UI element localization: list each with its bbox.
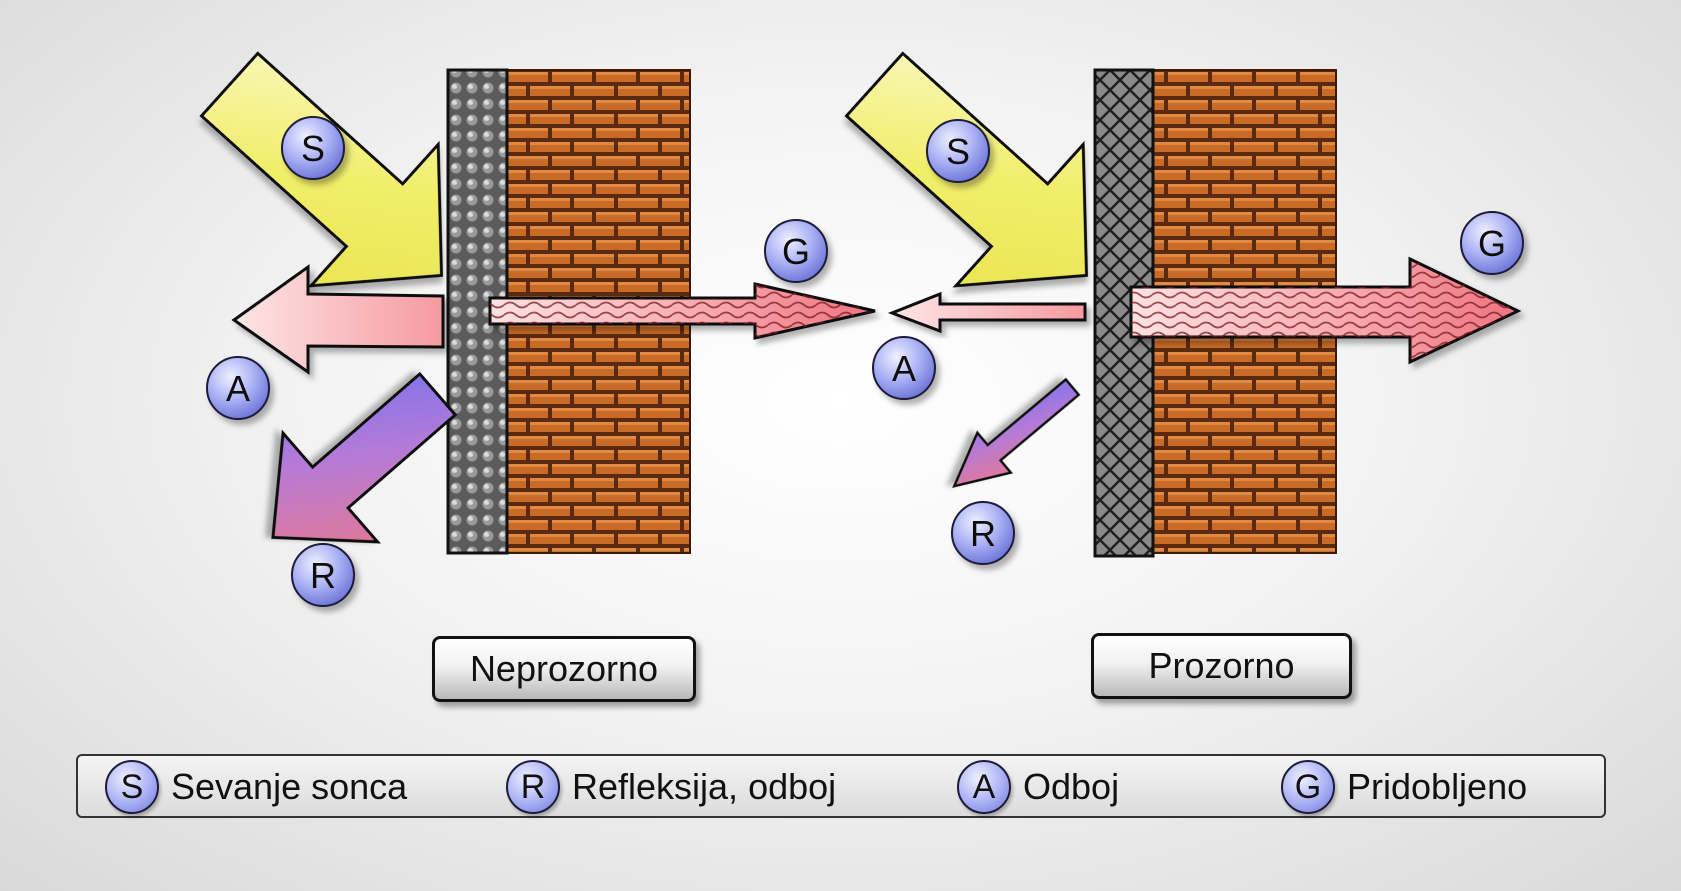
legend-badge: G <box>1281 760 1335 814</box>
badge-s: S <box>926 119 990 183</box>
badge-s: S <box>281 116 345 180</box>
legend-badge: A <box>957 760 1011 814</box>
badge-r: R <box>951 501 1015 565</box>
badge-g: G <box>764 219 828 283</box>
legend-item-sun: S Sevanje sonca <box>105 760 407 814</box>
badge-a: A <box>872 336 936 400</box>
reflection-arrow <box>271 371 458 544</box>
badge-s-label: S <box>301 128 325 169</box>
badge-g-label: G <box>782 231 810 272</box>
panel-title-opaque: Neprozorno <box>432 636 696 702</box>
badge-a: A <box>206 356 270 420</box>
legend-label: Refleksija, odboj <box>572 766 837 807</box>
legend-item-reflection: R Refleksija, odboj <box>506 760 836 814</box>
panel-opaque: S A R G <box>199 51 876 607</box>
gain-arrow <box>1129 256 1522 365</box>
badge-g: G <box>1460 211 1524 275</box>
badge-a-label: A <box>226 368 250 409</box>
legend-label: Sevanje sonca <box>171 766 408 807</box>
badge-r: R <box>291 543 355 607</box>
legend-item-gain: G Pridobljeno <box>1281 760 1527 814</box>
legend: S Sevanje sonca R Refleksija, odboj A Od… <box>76 754 1606 818</box>
legend-label: Pridobljeno <box>1347 766 1528 807</box>
badge-r-label: R <box>970 513 996 554</box>
legend-badge: R <box>506 760 560 814</box>
reflection-arrow <box>952 377 1081 488</box>
absorption-arrow <box>231 264 445 375</box>
badge-g-label: G <box>1478 223 1506 264</box>
legend-item-absorption: A Odboj <box>957 760 1119 814</box>
transparent-insulation-layer <box>1093 68 1155 558</box>
badge-a-label: A <box>892 348 916 389</box>
legend-label: Odboj <box>1023 766 1120 807</box>
badge-r-label: R <box>310 555 336 596</box>
gain-arrow <box>488 282 876 340</box>
legend-badge: S <box>105 760 159 814</box>
badge-s-label: S <box>946 131 970 172</box>
panel-transparent: S A R G <box>844 51 1524 565</box>
absorption-arrow <box>887 291 1087 334</box>
panel-title-transparent: Prozorno <box>1091 633 1352 699</box>
